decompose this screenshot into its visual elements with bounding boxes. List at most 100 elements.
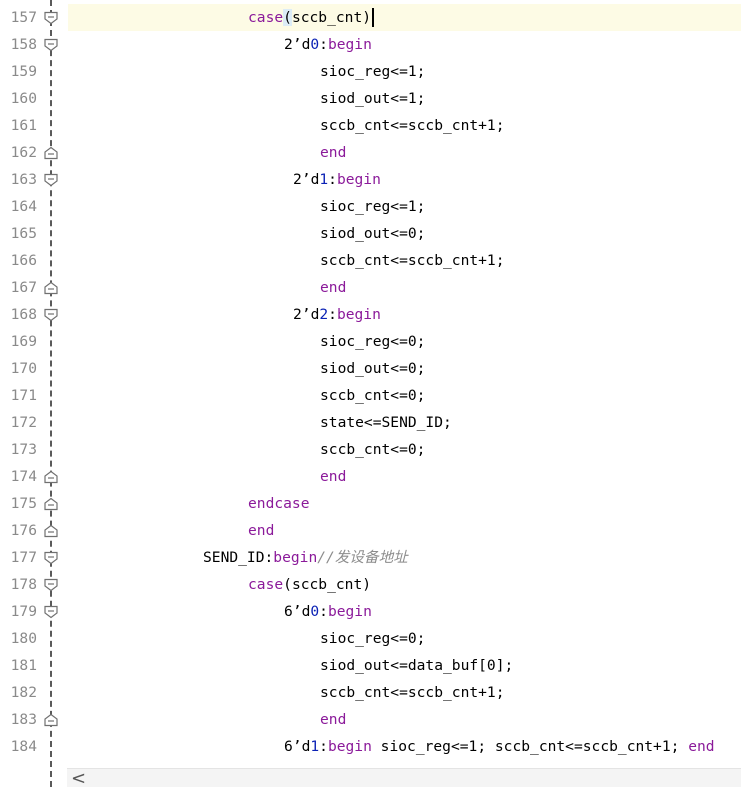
code-area[interactable]: end <box>68 463 741 490</box>
code-text[interactable]: end <box>320 706 346 733</box>
code-area[interactable]: sccb_cnt<=0; <box>68 436 741 463</box>
fold-collapse-icon[interactable] <box>43 11 59 25</box>
code-text[interactable]: sccb_cnt<=sccb_cnt+1; <box>320 112 505 139</box>
code-text[interactable]: end <box>248 517 274 544</box>
code-text[interactable]: sioc_reg<=1; <box>320 58 425 85</box>
code-area[interactable]: sccb_cnt<=0; <box>68 382 741 409</box>
fold-end-icon[interactable] <box>43 146 59 160</box>
code-text[interactable]: 6’d0:begin <box>284 598 372 625</box>
code-area[interactable]: 2’d1:begin <box>68 166 741 193</box>
code-text[interactable]: siod_out<=1; <box>320 85 425 112</box>
code-text[interactable]: 2’d1:begin <box>293 166 381 193</box>
code-text[interactable]: 2’d0:begin <box>284 31 372 58</box>
code-area[interactable]: end <box>68 139 741 166</box>
scroll-left-arrow-icon[interactable]: < <box>71 768 87 787</box>
code-area[interactable]: sioc_reg<=1; <box>68 193 741 220</box>
code-text[interactable]: siod_out<=0; <box>320 355 425 382</box>
fold-end-icon[interactable] <box>43 524 59 538</box>
code-text[interactable]: case(sccb_cnt) <box>248 571 371 598</box>
code-text[interactable]: end <box>320 463 346 490</box>
code-text[interactable]: siod_out<=0; <box>320 220 425 247</box>
code-area[interactable]: 2’d0:begin <box>68 31 741 58</box>
code-text[interactable]: sioc_reg<=1; <box>320 193 425 220</box>
code-area[interactable]: sccb_cnt<=sccb_cnt+1; <box>68 247 741 274</box>
code-area[interactable]: end <box>68 274 741 301</box>
code-area[interactable]: siod_out<=data_buf[0]; <box>68 652 741 679</box>
code-text[interactable]: sccb_cnt<=0; <box>320 436 425 463</box>
code-text[interactable]: siod_out<=data_buf[0]; <box>320 652 513 679</box>
code-text[interactable]: end <box>320 274 346 301</box>
code-text[interactable]: sccb_cnt<=sccb_cnt+1; <box>320 679 505 706</box>
code-text[interactable]: sioc_reg<=0; <box>320 625 425 652</box>
horizontal-scrollbar[interactable]: < <box>67 768 741 787</box>
code-area[interactable]: end <box>68 706 741 733</box>
fold-collapse-icon[interactable] <box>43 578 59 592</box>
code-area[interactable]: 6’d0:begin <box>68 598 741 625</box>
code-area[interactable]: case(sccb_cnt) <box>68 571 741 598</box>
fold-end-icon[interactable] <box>43 497 59 511</box>
fold-end-icon[interactable] <box>43 281 59 295</box>
code-area[interactable]: SEND_ID:begin//发设备地址 <box>68 544 741 571</box>
code-area[interactable]: sioc_reg<=0; <box>68 328 741 355</box>
fold-collapse-icon[interactable] <box>43 38 59 52</box>
code-area[interactable]: 2’d2:begin <box>68 301 741 328</box>
code-text[interactable]: state<=SEND_ID; <box>320 409 452 436</box>
code-area[interactable]: endcase <box>68 490 741 517</box>
code-area[interactable]: siod_out<=1; <box>68 85 741 112</box>
fold-collapse-icon[interactable] <box>43 605 59 619</box>
code-area[interactable]: sioc_reg<=0; <box>68 625 741 652</box>
code-area[interactable]: 6’d1:begin sioc_reg<=1; sccb_cnt<=sccb_c… <box>68 733 741 760</box>
code-text[interactable]: 6’d1:begin sioc_reg<=1; sccb_cnt<=sccb_c… <box>284 733 715 760</box>
fold-collapse-icon[interactable] <box>43 308 59 322</box>
code-area[interactable]: sccb_cnt<=sccb_cnt+1; <box>68 112 741 139</box>
code-area[interactable]: state<=SEND_ID; <box>68 409 741 436</box>
code-text[interactable]: 2’d2:begin <box>293 301 381 328</box>
fold-end-icon[interactable] <box>43 713 59 727</box>
code-text[interactable]: case(sccb_cnt) <box>248 4 375 31</box>
code-area[interactable]: end <box>68 517 741 544</box>
code-area[interactable]: case(sccb_cnt) <box>68 4 741 31</box>
code-area[interactable]: siod_out<=0; <box>68 220 741 247</box>
code-area[interactable]: sccb_cnt<=sccb_cnt+1; <box>68 679 741 706</box>
code-area[interactable]: sioc_reg<=1; <box>68 58 741 85</box>
code-text[interactable]: sioc_reg<=0; <box>320 328 425 355</box>
code-text[interactable]: sccb_cnt<=sccb_cnt+1; <box>320 247 505 274</box>
code-text[interactable]: SEND_ID:begin//发设备地址 <box>203 544 408 571</box>
code-text[interactable]: sccb_cnt<=0; <box>320 382 425 409</box>
code-text[interactable]: end <box>320 139 346 166</box>
fold-collapse-icon[interactable] <box>43 173 59 187</box>
fold-end-icon[interactable] <box>43 470 59 484</box>
code-area[interactable]: siod_out<=0; <box>68 355 741 382</box>
code-text[interactable]: endcase <box>248 490 310 517</box>
fold-collapse-icon[interactable] <box>43 551 59 565</box>
